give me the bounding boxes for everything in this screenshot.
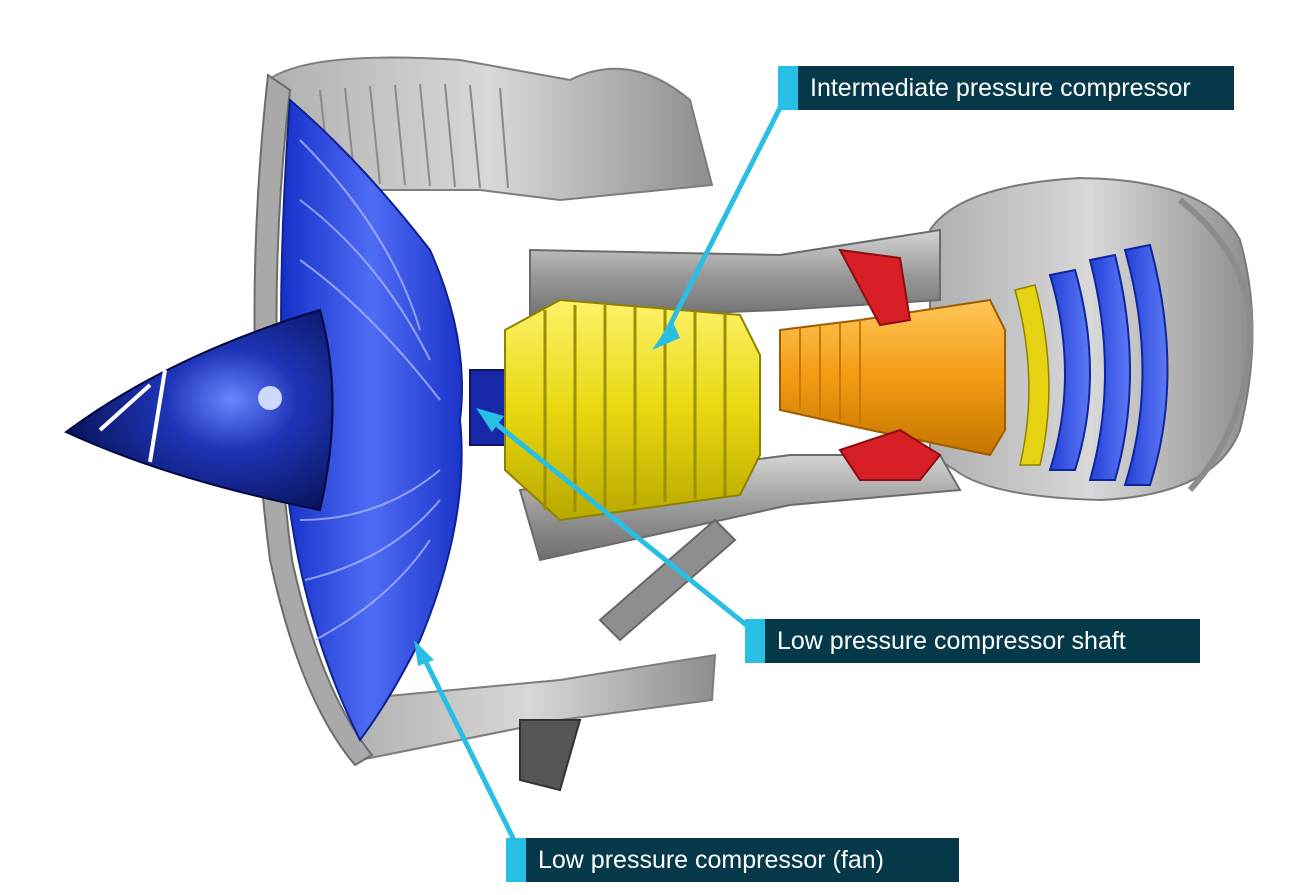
leader-line-fan <box>417 648 519 846</box>
callout-text-fan: Low pressure compressor (fan) <box>538 846 884 874</box>
callout-tab-ipc <box>778 66 798 110</box>
spinner-nose-cone <box>64 308 334 512</box>
callout-text-ipc: Intermediate pressure compressor <box>810 74 1191 102</box>
callout-ipc: Intermediate pressure compressor <box>778 66 1234 110</box>
leader-line-ipc <box>657 86 793 347</box>
leader-arrowhead-fan <box>414 640 434 666</box>
callout-text-lp-shaft: Low pressure compressor shaft <box>777 627 1126 655</box>
leader-arrowhead-ipc <box>652 320 680 350</box>
combustor <box>838 248 942 481</box>
callout-lp-shaft: Low pressure compressor shaft <box>745 619 1200 663</box>
fan-cowl-bottom <box>343 518 737 792</box>
fan-cowl-top <box>266 56 714 202</box>
callout-tab-fan <box>506 838 526 882</box>
turbine-stages <box>1014 243 1169 486</box>
leader-lines <box>414 86 793 846</box>
turbine-casing <box>929 176 1254 502</box>
callout-fan: Low pressure compressor (fan) <box>506 838 959 882</box>
ipc-rotor <box>504 298 761 522</box>
leader-arrowhead-lp-shaft <box>476 408 504 432</box>
callout-tab-lp-shaft <box>745 619 765 663</box>
leader-line-lp-shaft <box>482 412 757 634</box>
